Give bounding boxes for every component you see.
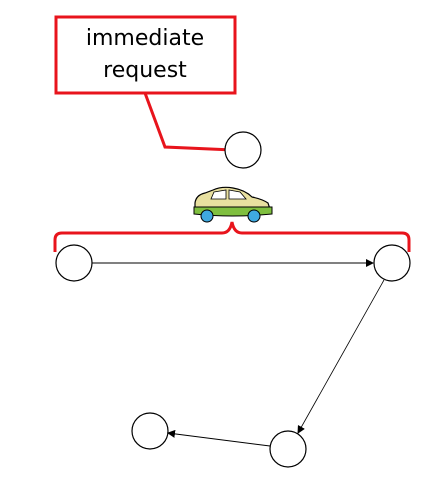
callout-line-1: immediate (85, 26, 205, 51)
route-node-4 (131, 412, 169, 450)
callout-box (54, 15, 237, 95)
route-node-2 (373, 244, 411, 282)
route-arrow-3-4 (167, 429, 271, 447)
route-bracket (53, 221, 411, 252)
route-node-1 (55, 244, 93, 282)
request-node (224, 131, 262, 169)
car-icon (193, 186, 273, 223)
callout-pointer (143, 92, 234, 152)
callout-line-2: request (103, 58, 187, 83)
route-arrow-2-3 (297, 279, 385, 434)
callout-text: immediate request (55, 23, 235, 87)
route-node-3 (269, 430, 307, 468)
